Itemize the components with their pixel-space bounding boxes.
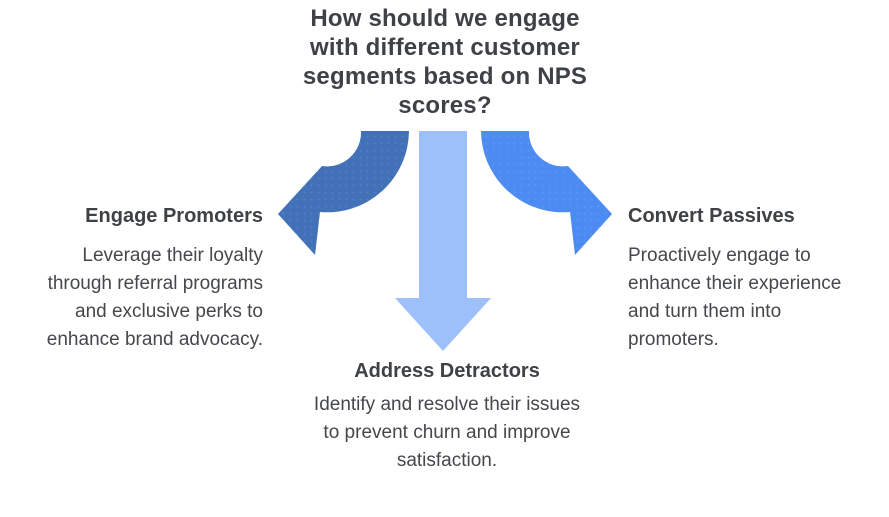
detractors-description: Identify and resolve their issues to pre… [313, 394, 581, 471]
passives-heading: Convert Passives [628, 205, 795, 227]
curved-right-arrow [481, 131, 612, 255]
segment-passives: Convert Passives Proactively engage to e… [628, 204, 863, 354]
curved-left-arrow [278, 131, 409, 255]
segment-promoters: Engage Promoters Leverage their loyalty … [23, 204, 263, 354]
segment-detractors: Address Detractors Identify and resolve … [307, 359, 587, 475]
page-title: How should we engage with different cust… [302, 5, 588, 119]
passives-description: Proactively engage to enhance their expe… [628, 245, 842, 350]
straight-down-arrow [395, 131, 491, 351]
promoters-description: Leverage their loyalty through referral … [46, 245, 263, 350]
promoters-heading: Engage Promoters [85, 205, 263, 227]
detractors-heading: Address Detractors [354, 360, 540, 382]
